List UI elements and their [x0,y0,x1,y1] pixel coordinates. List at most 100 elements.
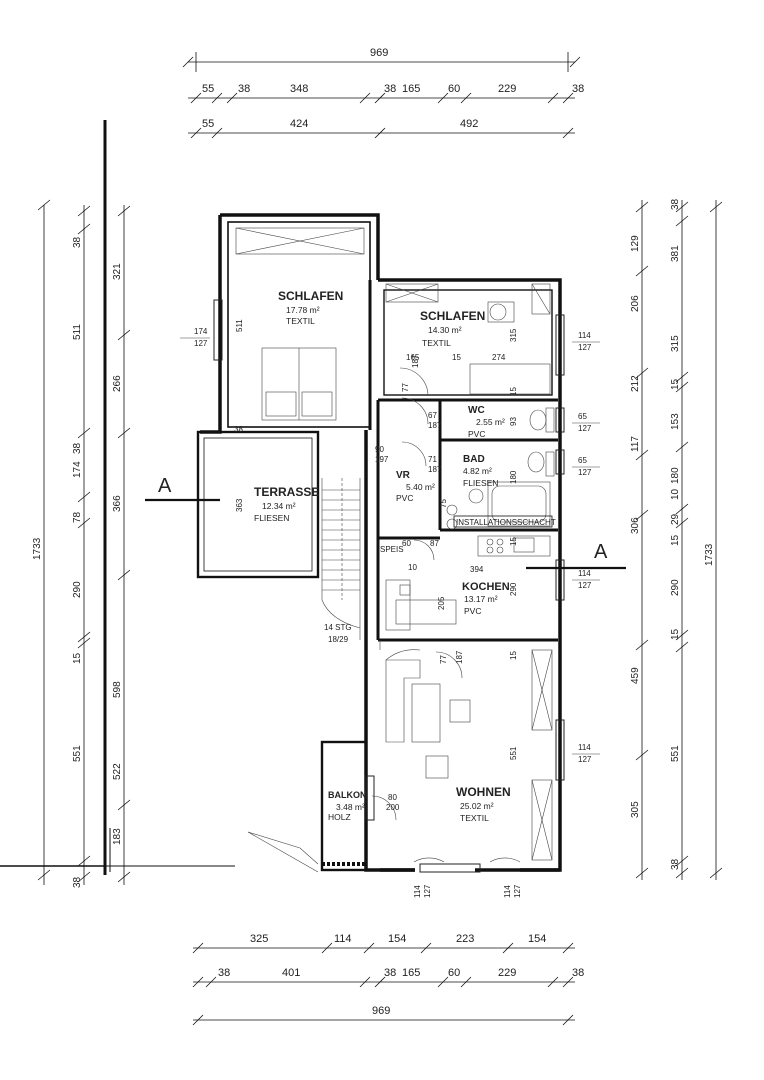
inner-schlafen2-w1: 165 [406,353,420,362]
dim-top-r2-2: 348 [290,83,308,95]
opening-balkon-h: 200 [386,803,400,812]
room-name-wc: WC [468,405,485,416]
section-label-left: A [158,475,172,497]
dim-right-i-2: 315 [670,335,681,352]
dim-bottom-total: 969 [372,1005,390,1017]
opening-schlafen2-w: 114 [578,331,591,340]
room-floor-terrasse: FLIESEN [254,513,289,523]
dim-left-o-3: 38 [72,442,83,454]
opening-bad-h: 127 [578,468,592,477]
dim-left-o-8: 38 [72,876,83,888]
opening-wohnen-bottom2-w: 114 [503,885,512,898]
inner-kochen-w: 394 [470,565,484,574]
inner-num-15b: 15 [509,537,518,546]
room-area-schlafen-1: 17.78 m² [286,305,320,315]
opening-wc-h: 127 [578,424,592,433]
opening-schlafen1-h: 127 [194,339,208,348]
room-area-kochen: 13.17 m² [464,594,498,604]
opening-schlafen1-w: 174 [194,327,208,336]
dim-top-r2-7: 38 [572,83,584,95]
dim-bottom-r2-1: 401 [282,967,300,979]
room-name-balkon: BALKON [328,790,367,800]
top-dimensions: 969 55 38 348 38 165 60 229 38 55 424 49… [182,47,584,139]
dim-left-o-2: 174 [72,461,83,478]
inner-schlafen2-h: 315 [509,328,518,342]
inner-wohnen-h: 551 [509,746,518,760]
dim-bottom-r2-0: 38 [218,967,230,979]
label-stair-2: 18/29 [328,635,349,644]
room-area-wc: 2.55 m² [476,417,505,427]
inner-door-187c: 187 [428,465,442,474]
opening-wohnen-bottom-w: 114 [413,885,422,898]
dim-right-o-3: 153 [670,413,681,430]
dim-top-r3-2: 492 [460,118,478,130]
dim-left-o-4: 78 [72,511,83,523]
inner-wc-d1: 15 [509,387,518,396]
dim-bottom-r1-1: 114 [334,933,352,945]
inner-terrasse-h: 363 [235,498,244,512]
inner-door-187b: 187 [428,421,442,430]
dim-left-o-7: 551 [72,745,83,762]
inner-wc-d2: 93 [509,417,518,426]
inner-num-10: 10 [408,563,417,572]
section-label-right: A [594,541,608,563]
dim-right-total: 1733 [704,543,715,566]
inner-num-75: 75 [439,499,448,508]
label-installationsschacht: INSTALLATIONSSCHACHT [456,518,556,527]
dim-bottom-r1-3: 223 [456,933,474,945]
dim-top-r2-5: 60 [448,83,460,95]
dim-top-r2-1: 38 [238,83,250,95]
dim-bottom-r2-3: 165 [402,967,420,979]
inner-door-187d: 187 [455,650,464,664]
room-floor-bad: FLIESEN [463,478,498,488]
opening-balkon-w: 80 [388,793,397,802]
opening-dimensions: 174 127 114 127 65 127 65 127 114 127 11… [180,327,600,898]
room-area-schlafen-2: 14.30 m² [428,325,462,335]
dim-top-r2-4: 165 [402,83,420,95]
inner-door-77: 77 [401,383,410,392]
inner-schlafen2-w2: 15 [452,353,461,362]
room-area-terrasse: 12.34 m² [262,501,296,511]
right-dimensions: 129 206 315 212 117 306 459 305 38 381 1… [630,198,723,880]
dim-left-o-5: 290 [72,581,83,598]
inner-kochen-h: 290 [509,582,518,596]
dim-right-o-0: 38 [670,198,681,210]
dim-left-i-5: 183 [112,828,123,845]
inner-num-15a: 15 [509,651,518,660]
dim-bottom-r2-2: 38 [384,967,396,979]
windows [213,299,565,873]
room-floor-wc: PVC [468,429,485,439]
dim-right-i-7: 305 [630,801,641,818]
furniture [235,227,555,863]
opening-bad-w: 65 [578,456,587,465]
inner-num-60: 60 [402,539,411,548]
inner-door-77b: 77 [439,655,448,664]
opening-schlafen2-h: 127 [578,343,592,352]
room-floor-kochen: PVC [464,606,481,616]
inner-door-197: 197 [375,455,389,464]
room-floor-balkon: HOLZ [328,812,351,822]
room-area-balkon: 3.48 m² [336,802,365,812]
dim-right-o-2: 15 [670,378,681,390]
room-floor-wohnen: TEXTIL [460,813,489,823]
dim-left-i-1: 266 [112,375,123,392]
inner-door-67: 67 [428,411,437,420]
dim-right-o-11: 38 [670,858,681,870]
bottom-dimensions: 325 114 154 223 154 38 401 38 165 60 229… [192,933,584,1026]
label-speis: SPEIS [380,545,404,554]
stairs [247,478,361,873]
dim-top-total: 969 [370,47,388,59]
dim-left-i-0: 321 [112,263,123,280]
dim-right-i-6: 459 [630,667,641,684]
opening-kochen-w: 114 [578,569,591,578]
left-dimensions: 1733 38 511 174 38 78 290 15 551 38 321 … [32,199,131,888]
dim-right-i-5: 306 [630,517,641,534]
room-name-schlafen-1: SCHLAFEN [278,289,343,303]
room-area-bad: 4.82 m² [463,466,492,476]
walls [0,120,562,875]
dim-right-i-1: 206 [630,295,641,312]
dim-right-o-1: 381 [670,245,681,262]
dim-right-i-3: 212 [630,375,641,392]
room-floor-schlafen-2: TEXTIL [422,338,451,348]
